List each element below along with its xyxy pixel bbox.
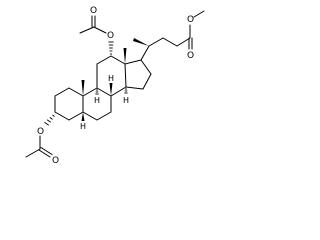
bond-c12-c13 [110,55,126,65]
bond-c20-c21-wedge [133,38,149,46]
bond-c13-c18-wedge [123,48,127,64]
h-label-c9: H [94,96,100,105]
bond-c16-c15 [142,73,152,90]
acetate-12 [79,15,114,55]
bond-c11-c12 [96,55,112,65]
atom-o-ester-carbonyl: O [187,51,194,61]
bond-c17-c16 [140,59,152,75]
bond-c1-c2 [54,87,70,97]
ring-a [54,87,84,121]
ring-c [96,55,127,97]
bond-c6-c7 [96,111,112,121]
ring-b [82,87,112,121]
atom-o-acetate-3-carbonyl: O [52,156,59,166]
bond-c22-c23 [162,37,178,47]
bond-c10-c19-wedge [81,80,85,96]
bond-c8-h-wedge [109,83,113,96]
atom-o-acetate-12-carbonyl: O [90,6,97,16]
bond-c14-c13 [124,63,127,88]
bond-c9-c10 [82,87,98,97]
bond-c14-h-hash [124,88,128,94]
bond-o-methyl [193,10,205,18]
bond-c3-c4 [54,111,70,121]
bond-c3-o-hash [44,114,55,126]
stereo-h-c14: H [123,88,129,105]
bond-c4-c5 [68,111,84,121]
bond-c5-c6 [82,111,98,121]
atom-o-acetate-12: O [107,31,114,41]
atom-o-ester: O [187,15,194,25]
bond-c23-c24 [176,37,191,47]
bond-c14-c8 [110,86,127,97]
atom-o-acetate-3: O [37,127,44,137]
h-label-c5: H [80,122,86,131]
molecule-structure-diagram: H H H H O O O O O O [25,6,205,166]
bond-c15-c14 [125,86,144,90]
stereo-h-c5: H [80,112,86,131]
bond-c5-h-wedge [81,112,85,121]
ring-d [124,59,152,90]
bond-c9-h-hash [95,89,99,95]
bond-c12-o-hash [108,41,114,55]
h-label-c8: H [108,74,114,83]
side-chain [133,10,205,61]
bond-acyl-methyl-3 [25,148,41,158]
bond-c20-c22 [148,37,164,47]
bond-c10-c1 [68,87,84,97]
bond-c13-c17 [124,59,142,65]
stereo-h-c8: H [108,74,114,96]
stereo-h-c9: H [94,89,100,105]
bond-c8-c9 [96,87,112,97]
bond-acyl-o-double-a-3 [38,149,51,158]
bond-acyl-methyl-12 [79,26,95,34]
acetate-3 [25,114,55,158]
h-label-c14: H [123,96,129,105]
bond-o-acyl-12 [93,26,107,34]
bond-c17-c20 [140,45,150,61]
bond-acyl-o-double-b-3 [40,147,53,155]
